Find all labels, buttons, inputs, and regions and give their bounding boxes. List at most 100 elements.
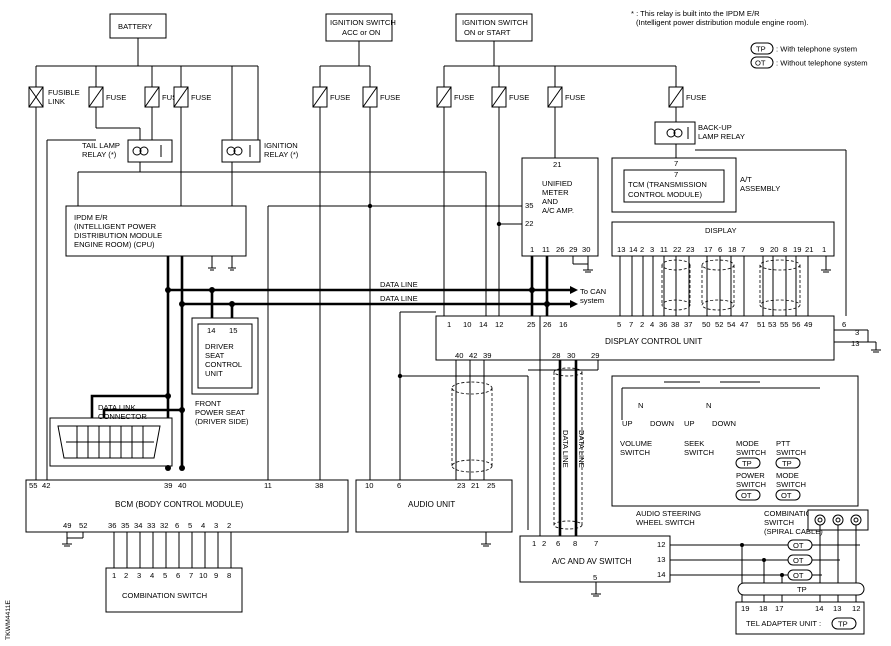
svg-text:FUSE: FUSE <box>509 93 529 102</box>
bcm-box <box>25 479 349 533</box>
pin: 42 <box>469 351 477 360</box>
tcm-l1: TCM (TRANSMISSION <box>628 180 707 189</box>
relay-note-2: (Intelligent power distribution module e… <box>636 18 809 27</box>
comb-sw-pins: 1 2 3 4 5 6 7 10 9 8 <box>112 571 231 580</box>
power-l1: POWER <box>736 471 765 480</box>
down-label: DOWN <box>712 419 736 428</box>
front-seat-l1: FRONT <box>195 399 222 408</box>
seek-l2: SWITCH <box>684 448 714 457</box>
pin: 40 <box>455 351 463 360</box>
svg-text:54: 54 <box>727 320 735 329</box>
up-label: UP <box>684 419 695 428</box>
svg-text:3: 3 <box>650 245 654 254</box>
ot-pill <box>787 539 813 551</box>
svg-text:49: 49 <box>63 521 71 530</box>
pin: 28 <box>552 351 560 360</box>
svg-text:18: 18 <box>728 245 736 254</box>
display-label: DISPLAY <box>705 226 737 235</box>
svg-text:42: 42 <box>42 481 50 490</box>
audio-steering-l2: WHEEL SWITCH <box>636 518 695 527</box>
fuse-9: FUSE <box>668 66 706 108</box>
pin: 29 <box>569 245 577 254</box>
svg-text:FUSE: FUSE <box>191 93 211 102</box>
svg-text:FUSE: FUSE <box>106 93 126 102</box>
svg-text:12: 12 <box>852 604 860 613</box>
svg-text:5: 5 <box>163 571 167 580</box>
acav-pins: 1 2 6 8 7 12 13 14 5 <box>532 539 665 582</box>
svg-text:12: 12 <box>657 540 665 549</box>
up-label: UP <box>622 419 633 428</box>
svg-text:FUSE: FUSE <box>686 93 706 102</box>
fuse-2: FUSE <box>144 66 182 108</box>
driver-l3: CONTROL <box>205 360 242 369</box>
pin: 1 <box>530 245 534 254</box>
svg-text:4: 4 <box>650 320 654 329</box>
tp-cable-bundle <box>737 582 865 596</box>
tail-lamp-relay <box>127 139 173 163</box>
front-seat-l2: POWER SEAT <box>195 408 245 417</box>
svg-text:34: 34 <box>134 521 142 530</box>
ignition-relay <box>221 139 261 163</box>
seek-l1: SEEK <box>684 439 704 448</box>
fuse-row: FUSIBLE LINK FUSE FUSE FUSE FUSE <box>28 66 706 480</box>
svg-text:52: 52 <box>715 320 723 329</box>
svg-text:37: 37 <box>684 320 692 329</box>
svg-text:17: 17 <box>775 604 783 613</box>
fuse-8: FUSE <box>547 66 585 108</box>
svg-text:2: 2 <box>227 521 231 530</box>
pin: 13 <box>851 339 859 348</box>
svg-text:19: 19 <box>741 604 749 613</box>
ot-pill <box>787 554 813 566</box>
ipdm-box <box>65 205 247 257</box>
svg-text:7: 7 <box>189 571 193 580</box>
svg-text:7: 7 <box>741 245 745 254</box>
driver-l4: UNIT <box>205 369 223 378</box>
ot-legend: : Without telephone system <box>776 59 868 68</box>
svg-text:55: 55 <box>780 320 788 329</box>
svg-text:FUSE: FUSE <box>330 93 350 102</box>
ot-pill-label: OT <box>793 541 804 550</box>
svg-text:6: 6 <box>718 245 722 254</box>
svg-text:FUSE: FUSE <box>380 93 400 102</box>
mode-l2: SWITCH <box>736 448 766 457</box>
svg-text:5: 5 <box>617 320 621 329</box>
svg-text:14: 14 <box>479 320 487 329</box>
svg-text:35: 35 <box>121 521 129 530</box>
ipdm-l1: IPDM E/R <box>74 213 108 222</box>
ptt-l2: SWITCH <box>776 448 806 457</box>
svg-text:FUSE: FUSE <box>565 93 585 102</box>
svg-text:4: 4 <box>201 521 205 530</box>
svg-text:17: 17 <box>704 245 712 254</box>
fuse-7: FUSE <box>491 66 529 108</box>
dcu-bottom-pins: 5 7 2 4 36 38 37 50 52 54 47 51 53 55 56… <box>617 320 846 329</box>
ign-relay-l1: IGNITION <box>264 141 298 150</box>
svg-text:19: 19 <box>793 245 801 254</box>
down-label: DOWN <box>650 419 674 428</box>
svg-text:51: 51 <box>757 320 765 329</box>
battery-label: BATTERY <box>118 22 152 31</box>
volume-l2: SWITCH <box>620 448 650 457</box>
svg-text:39: 39 <box>164 481 172 490</box>
svg-text:13: 13 <box>617 245 625 254</box>
svg-text:38: 38 <box>315 481 323 490</box>
tp-badge: TP <box>782 459 792 468</box>
fusible-label-2: LINK <box>48 97 65 106</box>
svg-text:23: 23 <box>457 481 465 490</box>
dcu-top-pins: 1 10 14 12 25 26 16 <box>447 320 567 329</box>
svg-text:20: 20 <box>770 245 778 254</box>
svg-text:3: 3 <box>137 571 141 580</box>
tel-tp-badge: TP <box>838 620 848 629</box>
ignition-start-box <box>455 13 533 42</box>
ignition-acc-box <box>325 13 393 42</box>
ign-start-l2: ON or START <box>464 28 511 37</box>
vertical-data-1: DATA LINE <box>561 430 570 468</box>
tp-badge: TP <box>742 459 752 468</box>
svg-text:2: 2 <box>542 539 546 548</box>
ign-relay-l2: RELAY (*) <box>264 150 299 159</box>
legend: * : This relay is built into the IPDM E/… <box>631 9 868 69</box>
tcm-box <box>623 169 725 203</box>
svg-text:18: 18 <box>759 604 767 613</box>
driver-seat-control-unit <box>197 323 253 389</box>
pin: 14 <box>207 326 215 335</box>
svg-text:22: 22 <box>673 245 681 254</box>
